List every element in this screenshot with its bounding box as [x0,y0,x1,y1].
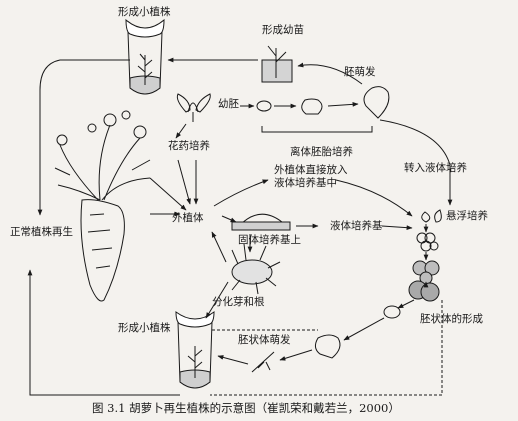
arrow-carrot-explant-a [149,177,187,211]
arrow-flower-explant-b [177,159,191,205]
anther-flower [176,93,211,122]
figure-caption: 图 3.1 胡萝卜再生植株的示意图（崔凯荣和戴若兰，2000） [92,401,400,415]
label-bud-root: 分化芽和根 [212,296,265,308]
label-suspension-culture: 悬浮培养 [446,210,488,222]
label-form-plantlet-bottom: 形成小植株 [118,322,171,334]
label-isolated-embryo-culture: 离体胚胎培养 [290,146,353,158]
arrow-explant-direct-liquid [213,179,269,207]
callus-solid-medium [231,213,291,231]
label-direct-liquid-1: 外植体直接放入 [274,164,348,176]
arrow-budroot-bottomtube [205,281,229,319]
label-embryoid-formation: 胚状体的形成 [420,313,483,325]
arrow-budroot-to-explant [211,231,227,263]
label-embryo-germination: 胚萌发 [344,66,376,78]
label-embryo: 幼胚 [218,98,239,110]
label-explant: 外植体 [172,212,204,224]
callus-bud-root [231,243,281,295]
arrow-germ-to-tube [217,355,249,365]
embryo-heart [301,98,323,115]
test-tube-top [125,18,165,95]
label-direct-liquid-2: 液体培养基中 [274,177,337,189]
arrow-flower-anther [175,123,187,139]
dashed-outline [210,300,443,396]
embryo-small [256,100,272,112]
arrow-to-embryoid [397,299,415,309]
embryoid-shapes [314,305,401,359]
arrow-liquid-suspension [381,225,413,231]
arrow-heart-germinate [279,349,313,361]
arrow-to-seedling [297,62,363,85]
label-liquid-medium: 液体培养基 [330,220,383,232]
label-solid-medium: 固体培养基上 [238,234,301,246]
label-anther-culture: 花药培养 [168,140,210,152]
label-normal-regeneration: 正常植株再生 [10,226,73,238]
arrow-bottom-loop [27,269,180,396]
bracket-embryo-culture [261,126,373,133]
label-embryoid-germination: 胚状体萌发 [238,334,291,346]
carrot-plant [54,110,151,302]
arrow-to-liquid-culture [379,119,453,206]
germinating-embryoid [251,351,275,373]
suspension-cells [408,209,442,302]
arrow-explant-solid [221,215,237,223]
label-transfer-liquid-culture: 转入液体培养 [404,162,467,174]
arrow-direct-to-suspension [335,179,413,217]
test-tube-bottom [175,311,215,389]
arrow-top-loop [37,59,130,216]
arrow-heart-germ [327,101,359,107]
seedling-box [261,45,293,83]
label-form-plantlet-top: 形成小植株 [118,6,171,18]
arrow-embryoid-heart [343,317,385,341]
germinating-embryo [363,86,390,119]
label-form-seedling: 形成幼苗 [262,24,304,36]
